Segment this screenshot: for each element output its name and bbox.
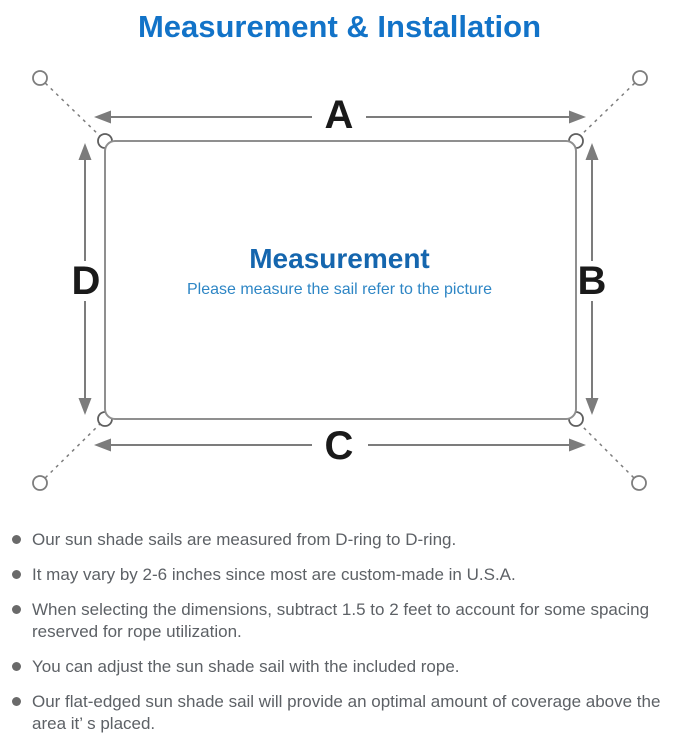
anchor-ring-icon-bottom-right (631, 475, 647, 491)
note-text: When selecting the dimensions, subtract … (32, 600, 650, 641)
bullet-dot-icon (12, 697, 21, 706)
page-title: Measurement & Installation (137, 9, 542, 44)
note-text: You can adjust the sun shade sail with t… (32, 657, 460, 676)
arrow-d-bottom-head-icon (78, 398, 92, 415)
bullet-dot-icon (12, 570, 21, 579)
sail-diagram-canvas: A C D B (32, 70, 648, 491)
arrow-b-bottom-head-icon (585, 398, 599, 415)
anchor-ring-icon-top-right (632, 70, 648, 86)
arrow-c-left-head-icon (94, 438, 111, 452)
rope-line-bottom-right (577, 421, 640, 484)
dimension-label-a: A (325, 93, 354, 137)
list-item: You can adjust the sun shade sail with t… (8, 656, 671, 678)
list-item: It may vary by 2-6 inches since most are… (8, 564, 671, 586)
list-item: When selecting the dimensions, subtract … (8, 599, 671, 643)
note-text: Our sun shade sails are measured from D-… (32, 530, 457, 549)
arrow-c-right-head-icon (569, 438, 586, 452)
arrow-a-right-head-icon (569, 110, 586, 124)
bullet-dot-icon (12, 535, 21, 544)
sail-panel (104, 140, 577, 420)
dimension-label-c: C (325, 424, 354, 468)
anchor-ring-icon-bottom-left (32, 475, 48, 491)
bullet-dot-icon (12, 605, 21, 614)
bullet-dot-icon (12, 662, 21, 671)
sail-measurement-diagram: A C D B Measurement Please measure the s… (0, 55, 679, 515)
rope-line-bottom-left (39, 421, 103, 484)
note-text: It may vary by 2-6 inches since most are… (32, 565, 516, 584)
rope-line-top-right (577, 77, 641, 139)
dimension-label-b: B (578, 259, 607, 303)
dimension-label-d: D (72, 259, 101, 303)
anchor-ring-icon-top-left (32, 70, 48, 86)
list-item: Our sun shade sails are measured from D-… (8, 529, 671, 551)
list-item: Our flat-edged sun shade sail will provi… (8, 691, 671, 735)
arrow-a-left-head-icon (94, 110, 111, 124)
arrow-b-top-head-icon (585, 143, 599, 160)
notes-list: Our sun shade sails are measured from D-… (8, 529, 671, 735)
arrow-d-top-head-icon (78, 143, 92, 160)
rope-line-top-left (39, 77, 103, 139)
note-text: Our flat-edged sun shade sail will provi… (32, 692, 661, 733)
